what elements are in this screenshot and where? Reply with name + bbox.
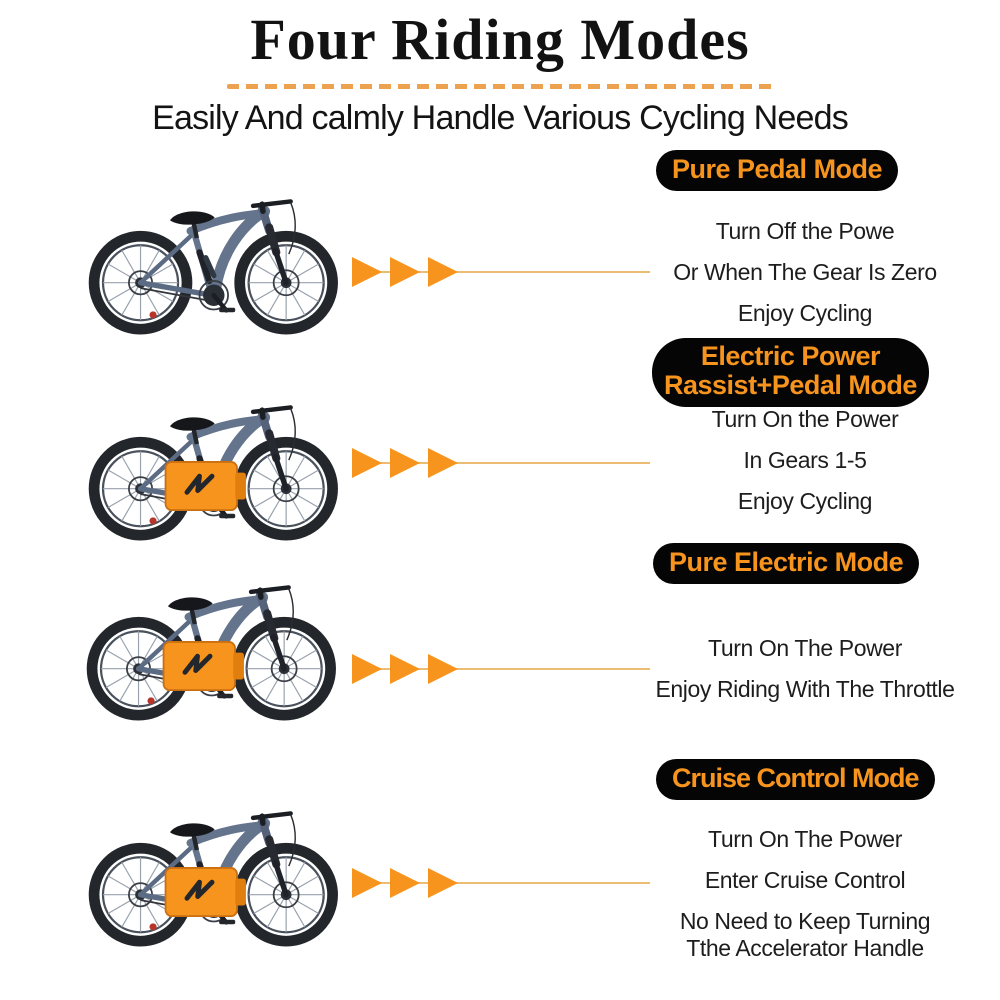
ebike-image	[78, 376, 346, 555]
mode-description-line: Turn On the Power	[711, 406, 899, 432]
mode-description-line: Turn Off the Powe	[715, 218, 895, 244]
mode-title-badge: Pure Pedal Mode	[656, 150, 899, 192]
mode-description-line: In Gears 1-5	[743, 447, 867, 473]
arrow-line	[352, 668, 650, 670]
arrow-triangle-icon	[390, 868, 420, 898]
arrow-triangle-icon	[428, 257, 458, 287]
mode-description-line: No Need to Keep Turning	[679, 908, 931, 934]
arrow-triangle-icon	[390, 448, 420, 478]
mode-description-line: Turn On The Power	[708, 826, 902, 852]
ebike-image	[76, 556, 344, 735]
arrow-triangle-icon	[428, 654, 458, 684]
page-subtitle: Easily And calmly Handle Various Cycling…	[152, 99, 849, 137]
battery-icon	[166, 462, 246, 510]
mode-arrow-track	[352, 866, 650, 900]
arrow-triangle-icon	[352, 654, 382, 684]
arrow-line	[352, 882, 650, 884]
mode-description-line: Or When The Gear Is Zero	[673, 259, 937, 285]
ebike-image	[78, 170, 346, 349]
mode-description-line: Enjoy Cycling	[737, 300, 873, 326]
arrow-line	[352, 271, 650, 273]
mode-arrow-track	[352, 446, 650, 480]
mode-description: Turn Off the Powe Or When The Gear Is Ze…	[640, 218, 970, 326]
mode-description-line: Enjoy Cycling	[737, 488, 873, 514]
mode-description-line: Enjoy Riding With The Throttle	[655, 676, 955, 702]
mode-description-line: Turn On The Power	[708, 635, 902, 661]
mode-title-text: Rassist+Pedal Mode	[664, 370, 917, 401]
battery-icon	[166, 868, 246, 916]
mode-arrow-track	[352, 255, 650, 289]
battery-icon	[164, 642, 244, 690]
mode-title-text: Pure Electric Mode	[669, 547, 904, 577]
mode-description-line: Tthe Accelerator Handle	[686, 935, 924, 961]
mode-description-line: Enter Cruise Control	[704, 867, 906, 893]
mode-title-text: Electric Power	[700, 341, 881, 371]
mode-title-badge: Cruise Control Mode	[656, 759, 935, 801]
dashed-divider	[227, 84, 775, 89]
ebike-image	[78, 782, 346, 961]
arrow-triangle-icon	[390, 654, 420, 684]
arrow-triangle-icon	[390, 257, 420, 287]
mode-description: Turn On the Power In Gears 1-5 Enjoy Cyc…	[640, 406, 970, 514]
mode-title-badge: Pure Electric Mode	[653, 543, 920, 585]
mode-description: Turn On The Power Enter Cruise Control N…	[640, 826, 970, 961]
arrow-triangle-icon	[352, 448, 382, 478]
mode-title-badge: Electric Power Rassist+Pedal Mode	[652, 338, 929, 408]
mode-description: Turn On The Power Enjoy Riding With The …	[640, 635, 970, 702]
arrow-triangle-icon	[428, 868, 458, 898]
arrow-triangle-icon	[428, 448, 458, 478]
arrow-line	[352, 462, 650, 464]
arrow-triangle-icon	[352, 868, 382, 898]
mode-title-text: Cruise Control Mode	[672, 763, 920, 793]
mode-arrow-track	[352, 652, 650, 686]
arrow-triangle-icon	[352, 257, 382, 287]
mode-title-text: Pure Pedal Mode	[672, 154, 883, 184]
page-title: Four Riding Modes	[250, 7, 750, 72]
